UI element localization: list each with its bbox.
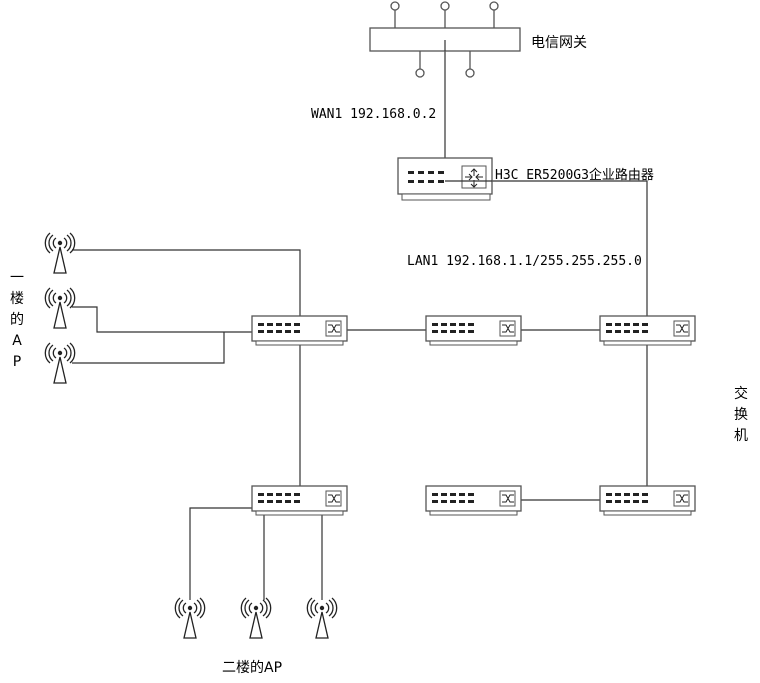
switch-4-icon [251, 485, 348, 516]
link-ap1 [72, 249, 301, 330]
lan-link [445, 180, 648, 316]
wireless-ap-icon [44, 287, 76, 329]
router-label: H3C ER5200G3企业路由器 [495, 168, 654, 183]
switch-6-icon [599, 485, 696, 516]
wireless-ap-icon [240, 597, 272, 639]
wan-label: WAN1 192.168.0.2 [311, 107, 437, 122]
floor2-ap-label: 二楼的AP [222, 660, 283, 676]
switch-3-icon [599, 315, 696, 346]
gateway-label: 电信网关 [531, 35, 587, 51]
wireless-ap-icon [174, 597, 206, 639]
switch-5-icon [425, 485, 522, 516]
lan-label: LAN1 192.168.1.1/255.255.255.0 [407, 254, 642, 269]
link-ap4 [189, 507, 290, 600]
wireless-ap-icon [44, 232, 76, 274]
router-icon [397, 157, 493, 201]
floor1-ap-label: 一楼的AP [10, 270, 24, 370]
switches-label: 交换机 [734, 386, 748, 444]
gateway-icon [369, 1, 521, 78]
wireless-ap-icon [306, 597, 338, 639]
link-ap3 [72, 332, 225, 364]
switch-2-icon [425, 315, 522, 346]
wireless-ap-icon [44, 342, 76, 384]
link-ap2 [72, 306, 252, 333]
switch-1-icon [251, 315, 348, 346]
links [72, 40, 648, 600]
